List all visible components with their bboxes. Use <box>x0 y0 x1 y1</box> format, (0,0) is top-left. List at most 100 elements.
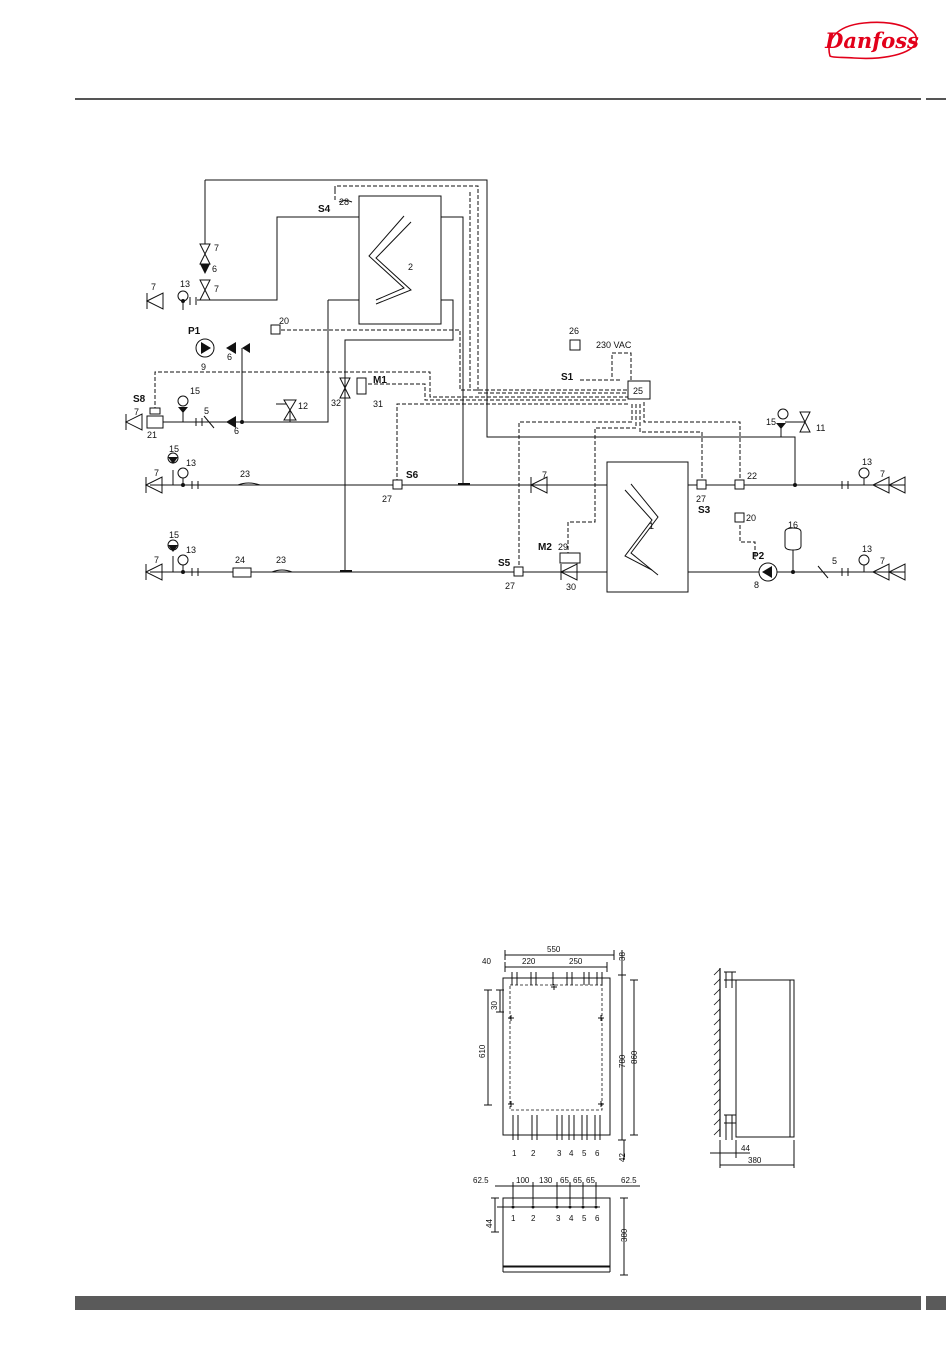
dim-top-44: 44 <box>485 1219 494 1228</box>
label-s3: S3 <box>698 505 711 516</box>
hydraulic-schematic: 7 6 7 13 7 S4 28 2 P1 20 6 9 26 230 VAC … <box>0 0 950 640</box>
dim-top-62a: 62.5 <box>473 1176 489 1185</box>
dim-top-380: 380 <box>620 1228 629 1242</box>
label-s1: S1 <box>561 372 574 383</box>
label-15b: 15 <box>766 417 776 427</box>
dim-top-65a: 65 <box>560 1176 569 1185</box>
label-28: 28 <box>339 197 349 207</box>
conn-1: 1 <box>512 1149 517 1158</box>
label-m1: M1 <box>373 375 387 386</box>
label-13b: 13 <box>186 458 196 468</box>
label-16: 16 <box>788 520 798 530</box>
dim-250: 250 <box>569 957 583 966</box>
dim-860: 860 <box>630 1050 639 1064</box>
label-5a: 5 <box>204 406 209 416</box>
label-7d: 7 <box>134 407 139 417</box>
label-6c: 6 <box>234 426 239 436</box>
top-conn-3: 3 <box>556 1214 561 1223</box>
conn-6: 6 <box>595 1149 600 1158</box>
dim-side-380: 380 <box>748 1156 762 1165</box>
label-22: 22 <box>747 471 757 481</box>
label-7h: 7 <box>880 556 885 566</box>
label-230vac: 230 VAC <box>596 340 632 350</box>
label-20b: 20 <box>746 513 756 523</box>
top-conn-4: 4 <box>569 1214 574 1223</box>
dimension-drawings: 550 40 220 250 38 30 610 780 860 42 1 2 … <box>0 930 950 1290</box>
footer-bar-tab <box>926 1296 946 1310</box>
conn-5: 5 <box>582 1149 587 1158</box>
label-7b: 7 <box>214 284 219 294</box>
label-26: 26 <box>569 326 579 336</box>
label-23b: 23 <box>276 555 286 565</box>
label-29: 29 <box>558 542 568 552</box>
label-27a: 27 <box>382 494 392 504</box>
label-s5: S5 <box>498 558 511 569</box>
label-30: 30 <box>566 582 576 592</box>
dim-30: 30 <box>490 1001 499 1010</box>
label-31: 31 <box>373 399 383 409</box>
label-12: 12 <box>298 401 308 411</box>
label-1: 1 <box>649 521 654 531</box>
label-27b: 27 <box>696 494 706 504</box>
label-15a: 15 <box>190 386 200 396</box>
label-p1: P1 <box>188 326 201 337</box>
label-11: 11 <box>816 423 825 433</box>
dim-780: 780 <box>618 1054 627 1068</box>
label-7f: 7 <box>542 470 547 480</box>
label-32: 32 <box>331 398 341 408</box>
label-20a: 20 <box>279 316 289 326</box>
dim-top-62b: 62.5 <box>621 1176 637 1185</box>
footer-bar <box>75 1296 921 1310</box>
label-s4: S4 <box>318 204 331 215</box>
side-view: 44 380 <box>710 968 794 1168</box>
dim-side-44: 44 <box>741 1144 750 1153</box>
label-2: 2 <box>408 262 413 272</box>
label-13e: 13 <box>186 545 196 555</box>
dim-top-130: 130 <box>539 1176 553 1185</box>
dim-top-65c: 65 <box>586 1176 595 1185</box>
label-23a: 23 <box>240 469 250 479</box>
label-m2: M2 <box>538 542 552 553</box>
top-conn-1: 1 <box>511 1214 516 1223</box>
dim-220: 220 <box>522 957 536 966</box>
top-view: 62.5 100 130 65 65 65 62.5 44 380 1 2 3 … <box>473 1176 640 1275</box>
label-s6: S6 <box>406 470 419 481</box>
dim-42: 42 <box>618 1153 627 1162</box>
label-7c: 7 <box>151 282 156 292</box>
label-7g: 7 <box>880 469 885 479</box>
top-conn-6: 6 <box>595 1214 600 1223</box>
label-6a: 6 <box>212 264 217 274</box>
conn-2: 2 <box>531 1149 536 1158</box>
conn-4: 4 <box>569 1149 574 1158</box>
label-13a: 13 <box>180 279 190 289</box>
label-21: 21 <box>147 430 157 440</box>
label-15c: 15 <box>169 444 179 454</box>
label-13c: 13 <box>862 457 872 467</box>
label-25: 25 <box>633 386 643 396</box>
label-7i: 7 <box>154 555 159 565</box>
top-conn-2: 2 <box>531 1214 536 1223</box>
label-s8: S8 <box>133 394 146 405</box>
label-8: 8 <box>754 580 759 590</box>
label-p2: P2 <box>752 551 765 562</box>
label-27c: 27 <box>505 581 515 591</box>
dim-38: 38 <box>618 952 627 961</box>
label-7a: 7 <box>214 243 219 253</box>
dim-top-65b: 65 <box>573 1176 582 1185</box>
schematic-labels: 7 6 7 13 7 S4 28 2 P1 20 6 9 26 230 VAC … <box>133 197 885 592</box>
label-15d: 15 <box>169 530 179 540</box>
label-7e: 7 <box>154 468 159 478</box>
dim-610: 610 <box>478 1044 487 1058</box>
top-conn-5: 5 <box>582 1214 587 1223</box>
label-24: 24 <box>235 555 245 565</box>
dim-40: 40 <box>482 957 491 966</box>
label-5b: 5 <box>832 556 837 566</box>
label-6b: 6 <box>227 352 232 362</box>
dim-top-100: 100 <box>516 1176 530 1185</box>
label-13d: 13 <box>862 544 872 554</box>
front-view: 550 40 220 250 38 30 610 780 860 42 1 2 … <box>478 945 639 1162</box>
label-9: 9 <box>201 362 206 372</box>
conn-3: 3 <box>557 1149 562 1158</box>
dim-550: 550 <box>547 945 561 954</box>
